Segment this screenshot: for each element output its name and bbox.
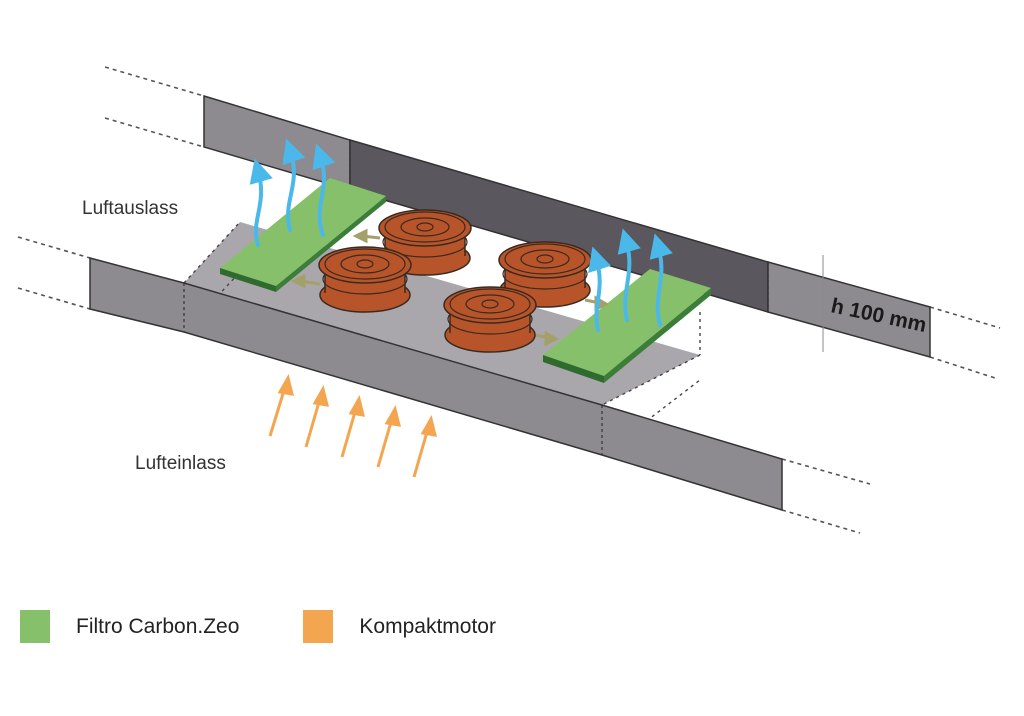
outlet-airflow-arrows	[249, 138, 673, 332]
filter-right	[543, 269, 711, 383]
legend-item-motor: Kompaktmotor	[303, 610, 496, 643]
inlet-label: Lufteinlass	[135, 453, 226, 474]
filter-left	[220, 178, 386, 292]
filter-swatch	[20, 610, 50, 643]
legend: Filtro Carbon.Zeo Kompaktmotor	[20, 610, 560, 643]
motors	[318, 209, 592, 353]
legend-item-filter: Filtro Carbon.Zeo	[20, 610, 239, 643]
motor	[318, 246, 412, 313]
inlet-airflow-arrows	[268, 374, 438, 478]
legend-label: Filtro Carbon.Zeo	[76, 614, 240, 638]
outlet-label: Luftauslass	[82, 198, 178, 219]
motor	[443, 286, 537, 353]
lower-duct	[89, 257, 783, 512]
motor-swatch	[303, 610, 334, 643]
extension-lines	[17, 66, 1001, 534]
motor	[378, 209, 472, 276]
legend-label: Kompaktmotor	[359, 614, 496, 638]
